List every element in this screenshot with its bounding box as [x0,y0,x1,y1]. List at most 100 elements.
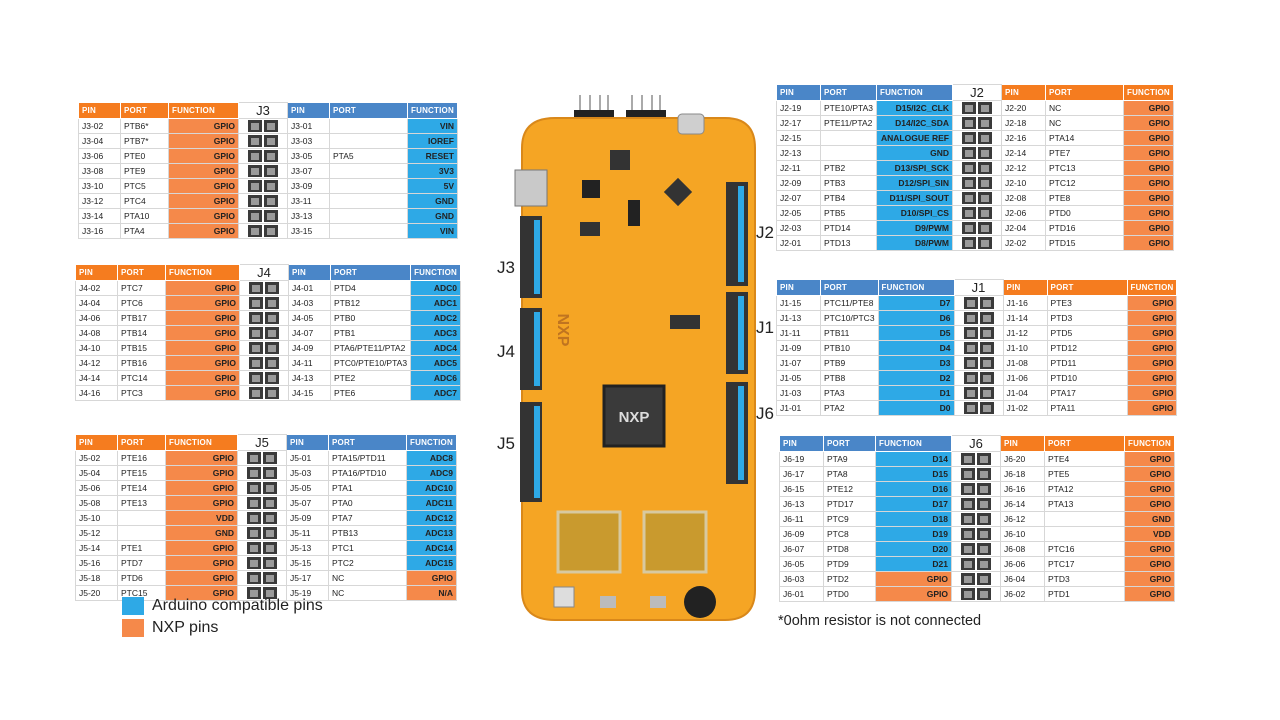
pin-header-pair [243,312,285,324]
pin-cell: J5-16 [75,555,118,571]
function-cell: 3V3 [407,163,458,179]
port-cell: PTD16 [1044,220,1124,236]
pin-header-pair [958,342,1000,354]
pin-cell: J6-05 [779,556,824,572]
pin-socket-icon [961,483,975,495]
column-header-function: FUNCTION [165,434,238,451]
column-header-pin: PIN [1000,435,1045,452]
pin-socket-icon [979,387,994,399]
function-cell: D15/I2C_CLK [875,100,953,116]
pin-socket-icon [265,357,279,369]
column-header-port: PORT [329,102,408,119]
port-cell [329,208,408,224]
function-cell: GPIO [1122,175,1174,191]
pin-header-pair [956,147,998,159]
pin-socket-icon [265,372,279,384]
pin-cell: J2-04 [1000,220,1046,236]
function-cell: ADC1 [410,295,462,311]
pin-cell: J2-05 [776,205,821,221]
pin-cell: J6-19 [779,451,824,467]
pin-header-pair [243,357,285,369]
pin-cell: J1-16 [1002,295,1048,311]
port-cell: PTC17 [1044,556,1125,572]
port-cell [329,178,408,194]
function-cell: GPIO [1126,370,1178,386]
column-header-function: FUNCTION [877,279,955,296]
function-cell: GPIO [1122,190,1174,206]
pin-cell: J5-06 [75,480,118,496]
port-cell: PTE5 [1044,466,1125,482]
pin-socket-icon [961,162,976,174]
pin-cell: J6-16 [1000,481,1045,497]
pin-socket-icon [248,165,262,177]
function-cell: GPIO [1126,310,1178,326]
pin-cell: J2-13 [776,145,821,161]
pin-socket-icon [264,195,278,207]
mcu-logo: NXP [619,409,650,426]
port-cell: PTA13 [1044,496,1125,512]
function-cell: GPIO [165,340,240,356]
column-header-function: FUNCTION [875,435,952,452]
board-label-j4: J4 [497,342,515,361]
port-cell: PTD15 [1044,235,1124,251]
column-header-pin: PIN [776,84,821,101]
pin-cell: J3-12 [78,193,121,209]
connector-name: J5 [237,434,287,451]
pin-socket-icon [979,297,994,309]
port-cell: PTD11 [1046,355,1128,371]
function-cell: GPIO [1124,496,1175,512]
function-cell: GPIO [165,480,238,496]
pin-cell: J3-16 [78,223,121,239]
function-cell: D19 [875,526,952,542]
port-cell: PTA17 [1046,385,1128,401]
header-pins [953,340,1004,356]
function-cell: D11/SPI_SOUT [875,190,953,206]
function-cell: GPIO [1124,586,1175,602]
header-pins [951,541,1001,557]
pin-cell: J2-15 [776,130,821,146]
function-cell: GPIO [165,555,238,571]
port-cell: PTE3 [1046,295,1128,311]
board-label-j6: J6 [756,404,774,423]
function-cell: RESET [407,148,458,164]
port-cell: PTE9 [120,163,169,179]
pin-socket-icon [249,387,263,399]
header-pins [239,340,289,356]
function-cell: GPIO [1126,400,1178,416]
function-cell: GPIO [165,570,238,586]
pin-cell: J1-05 [776,370,821,386]
pin-cell: J2-03 [776,220,821,236]
pin-header-pair [958,387,1000,399]
function-cell: VDD [165,510,238,526]
pin-header-pair [956,222,998,234]
pin-socket-icon [963,327,978,339]
pin-cell: J4-03 [288,295,331,311]
pin-cell: J3-14 [78,208,121,224]
function-cell: VIN [407,223,458,239]
pin-socket-icon [979,312,994,324]
pin-cell: J5-02 [75,450,118,466]
pin-cell: J6-08 [1000,541,1045,557]
pin-cell: J2-09 [776,175,821,191]
port-cell [117,525,166,541]
column-header-port: PORT [117,434,166,451]
port-cell: PTC2 [328,555,407,571]
pin-cell: J6-14 [1000,496,1045,512]
port-cell: PTE1 [117,540,166,556]
pin-cell: J3-13 [287,208,330,224]
function-cell: ADC6 [410,370,462,386]
column-header-function: FUNCTION [1124,435,1175,452]
function-cell: D7 [877,295,955,311]
header-pins [951,451,1001,467]
pin-socket-icon [961,147,976,159]
pin-socket-icon [263,542,277,554]
pin-cell: J1-10 [1002,340,1048,356]
pin-socket-icon [264,120,278,132]
pin-socket-icon [963,297,978,309]
